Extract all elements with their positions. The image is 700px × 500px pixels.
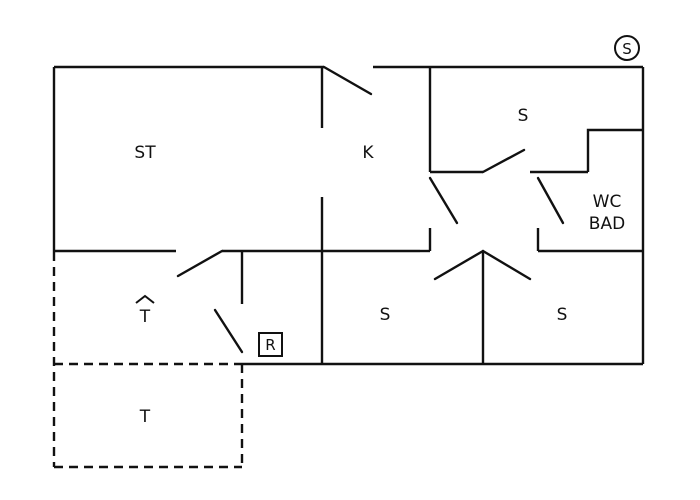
room-label-bad: BAD bbox=[589, 214, 625, 234]
s-circle-label: S bbox=[622, 40, 632, 58]
interior-walls bbox=[54, 67, 643, 364]
door-k-hall bbox=[428, 176, 459, 225]
door-st-entry bbox=[176, 249, 224, 278]
door-s-left bbox=[433, 249, 485, 281]
wall-wc-step bbox=[586, 128, 643, 172]
caret-icon bbox=[135, 294, 155, 304]
room-label-k: K bbox=[362, 143, 374, 163]
terrace-outline bbox=[52, 252, 244, 469]
door-s-right bbox=[481, 249, 532, 281]
s-circle-icon bbox=[614, 35, 640, 61]
door-k-s bbox=[481, 148, 526, 174]
room-label-wc: WC bbox=[593, 192, 622, 212]
room-labels: ST K S WC BAD T S S T bbox=[134, 106, 625, 427]
room-label-s-top-right: S bbox=[518, 106, 529, 126]
doors bbox=[176, 65, 565, 354]
r-box-label: R bbox=[265, 336, 275, 354]
door-front bbox=[213, 308, 244, 354]
room-label-t-terrace: T bbox=[139, 407, 151, 427]
room-label-st: ST bbox=[134, 143, 156, 163]
r-box-symbol: R bbox=[258, 332, 283, 357]
r-box-icon bbox=[258, 332, 283, 357]
room-label-s-lower-right: S bbox=[557, 305, 568, 325]
s-circle-symbol: S bbox=[614, 35, 640, 61]
room-label-s-lower-middle: S bbox=[380, 305, 391, 325]
door-st-k bbox=[322, 65, 373, 96]
outer-walls bbox=[52, 65, 645, 366]
door-wc bbox=[536, 176, 565, 225]
room-label-t-entry: T bbox=[139, 307, 151, 327]
